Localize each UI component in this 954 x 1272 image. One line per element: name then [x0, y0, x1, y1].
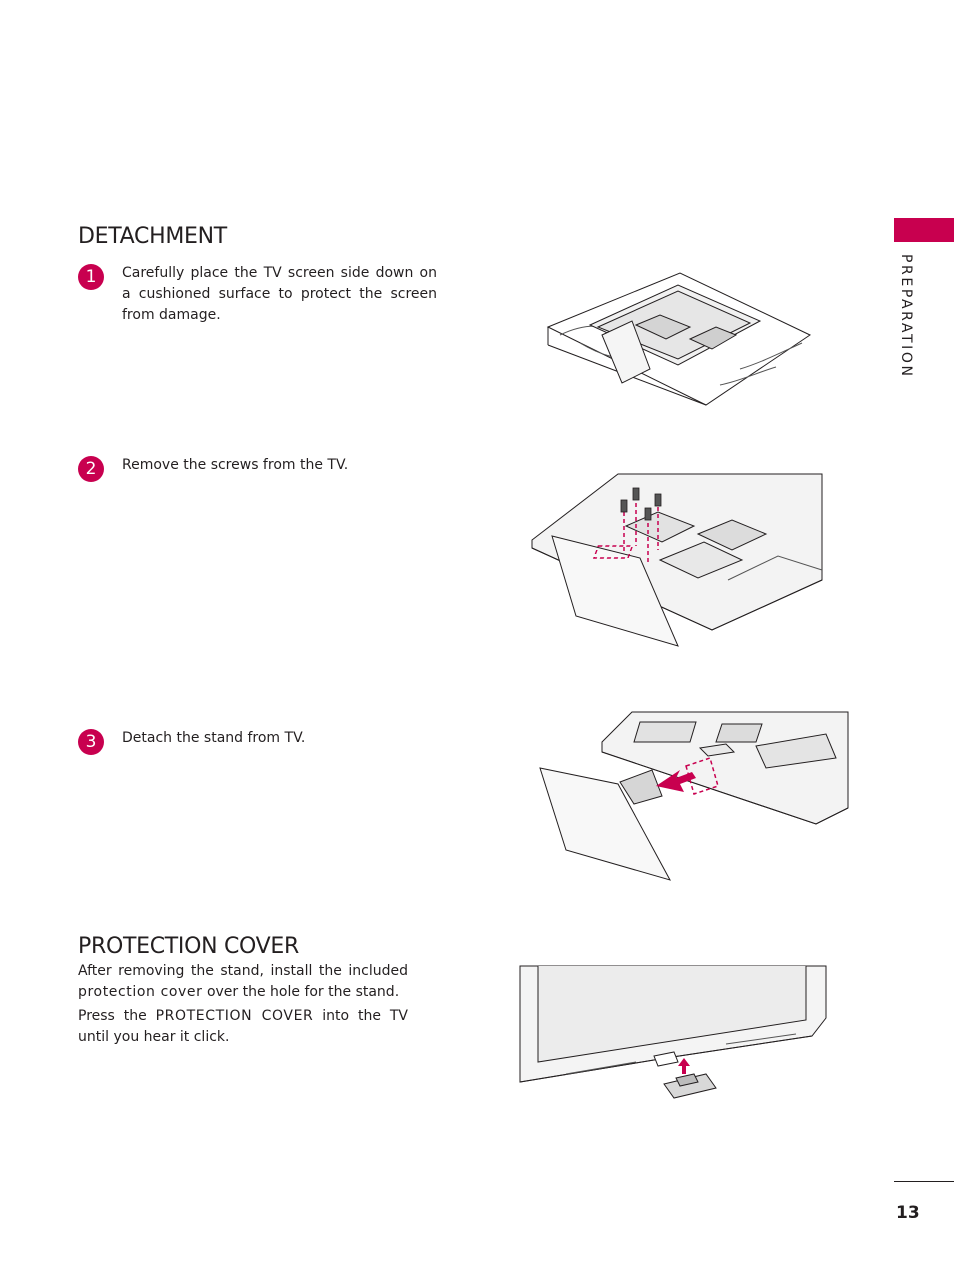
- remove-screws-illustration: [531, 473, 823, 647]
- page-number: 13: [896, 1203, 920, 1223]
- step-1-text: Carefully place the TV screen side down …: [122, 265, 437, 323]
- p2-text-end: into the TV until you hear it click.: [78, 1008, 408, 1045]
- p1-emphasis: protection cover: [78, 984, 203, 1000]
- protection-cover-illustration: [519, 965, 827, 1099]
- p1-text-start: After removing the stand, install the in…: [78, 963, 408, 979]
- step-3-badge: 3: [78, 729, 104, 755]
- page-number-rule: [894, 1181, 954, 1182]
- protection-cover-paragraph-2: Press the PROTECTION COVER into the TV u…: [78, 1006, 408, 1048]
- step-1-badge: 1: [78, 264, 104, 290]
- step-2-text: Remove the screws from the TV.: [122, 457, 349, 473]
- protection-cover-title: PROTECTION COVER: [78, 934, 299, 959]
- step-3-text: Detach the stand from TV.: [122, 730, 306, 746]
- detachment-title: DETACHMENT: [78, 224, 227, 249]
- tv-on-cushion-illustration: [546, 272, 812, 406]
- p1-text-end: over the hole for the stand.: [206, 984, 400, 1000]
- detach-stand-illustration: [539, 711, 849, 881]
- p2-text-start: Press the: [78, 1008, 147, 1024]
- step-2-badge: 2: [78, 456, 104, 482]
- p2-emphasis: PROTECTION COVER: [155, 1008, 314, 1024]
- protection-cover-paragraph-1: After removing the stand, install the in…: [78, 961, 408, 1003]
- section-tab-marker: [894, 218, 954, 242]
- section-tab-label: PREPARATION: [898, 254, 914, 379]
